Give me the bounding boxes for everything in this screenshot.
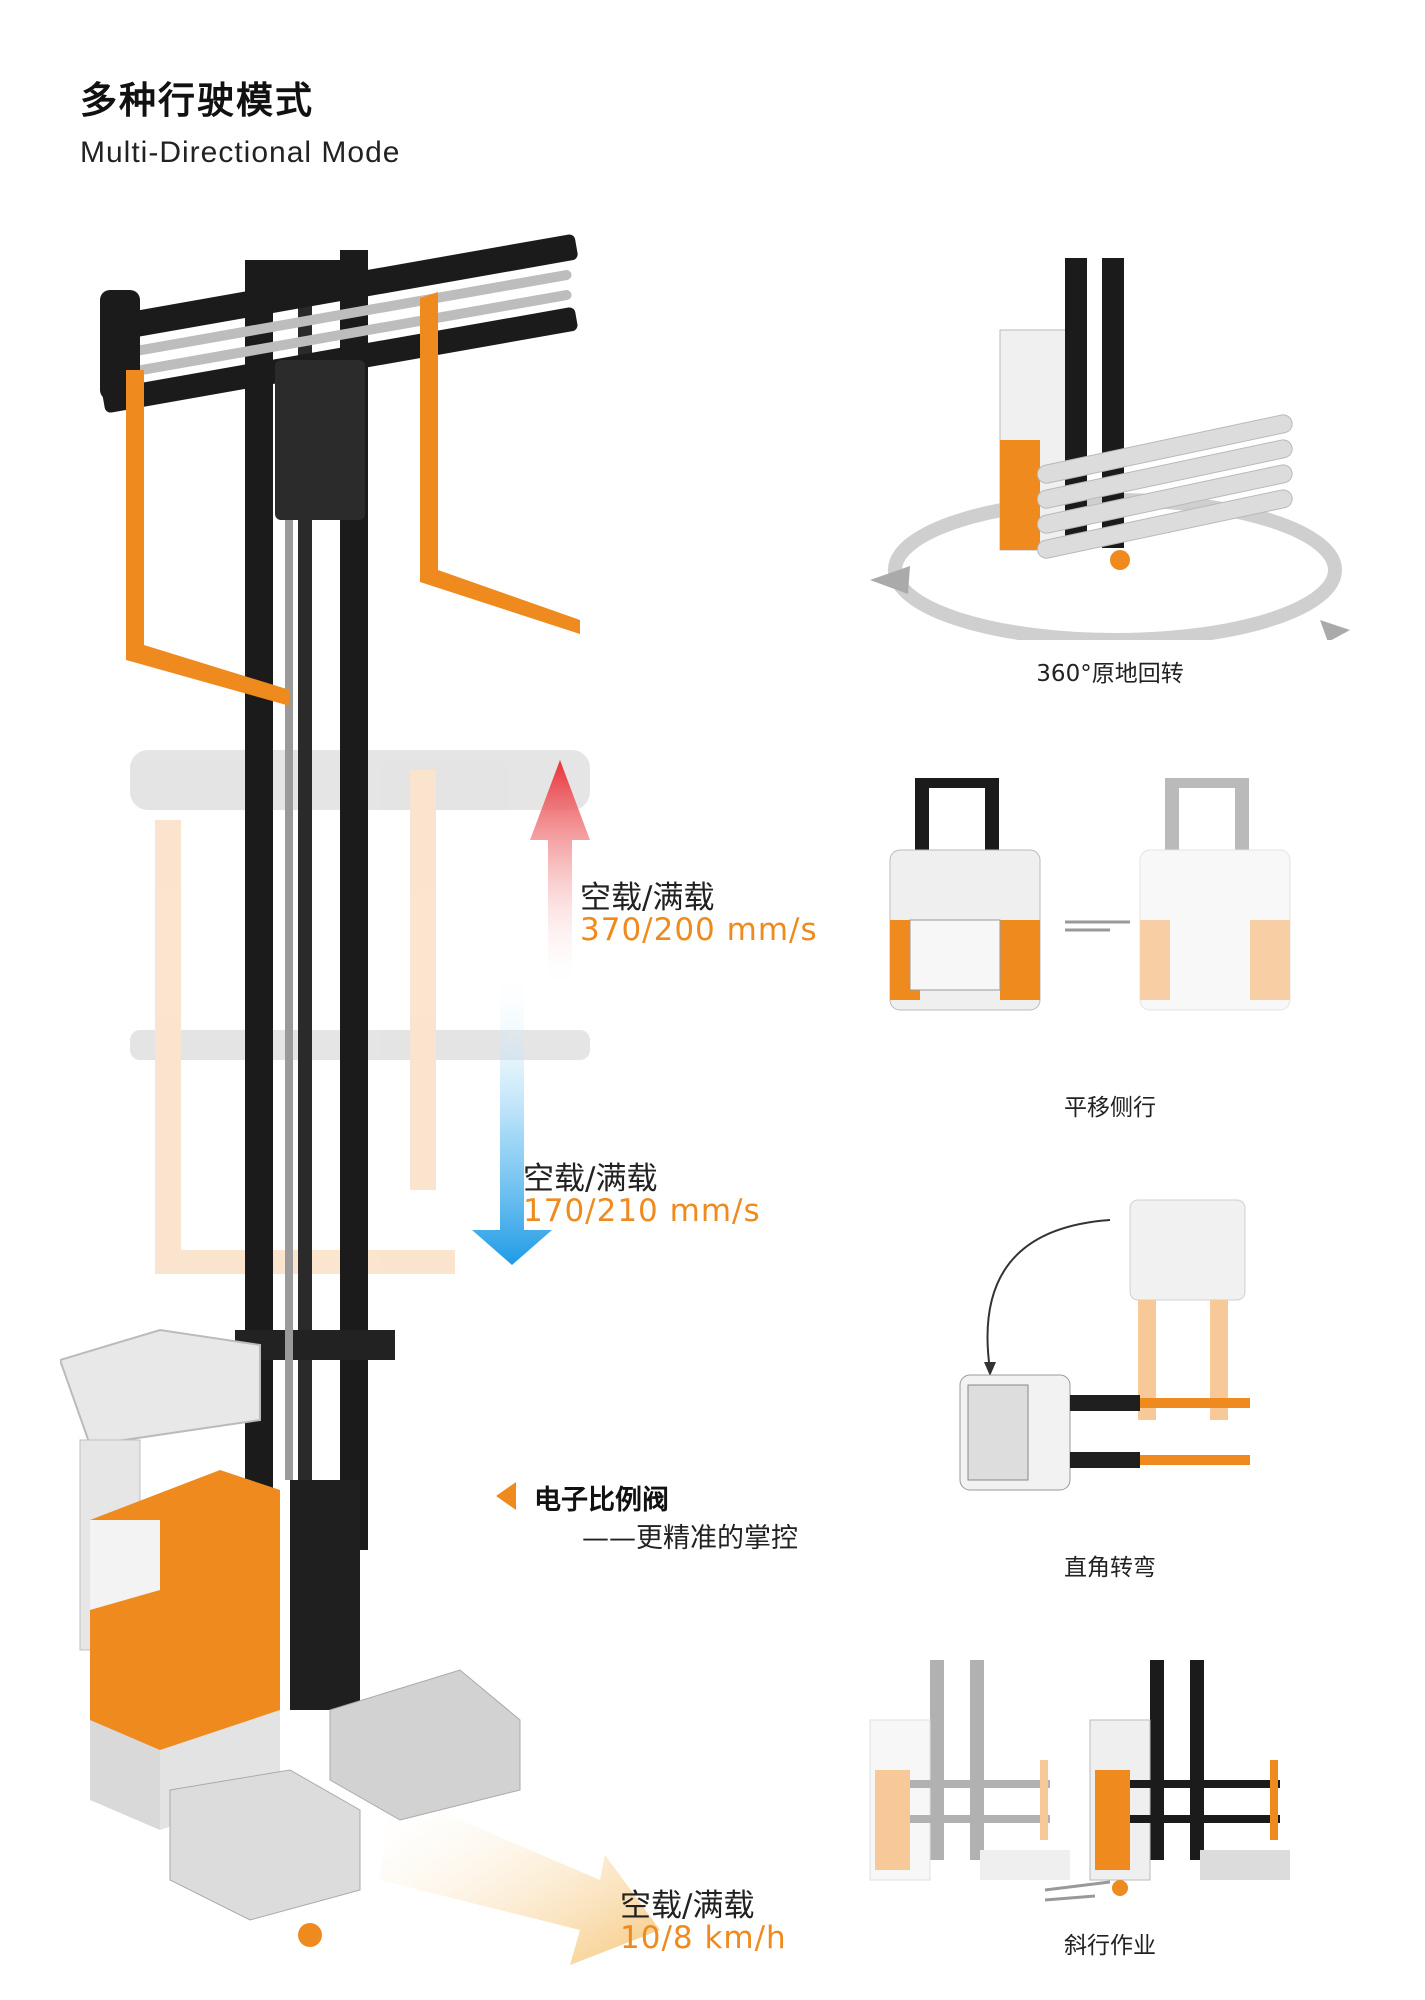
travel-speed-label: 空载/满载 (620, 1888, 755, 1924)
mode-rotate-illustration (870, 258, 1350, 640)
lower-speed-value: 170/210 mm/s (523, 1193, 761, 1229)
lower-arrow (472, 970, 552, 1265)
page-title: 多种行驶模式 (80, 79, 314, 122)
mode-right-angle-illustration (959, 1199, 1250, 1491)
carriage (100, 234, 578, 520)
lift-speed-label: 空载/满载 (580, 880, 715, 916)
mode-diagonal-illustration (869, 1660, 1290, 1902)
mode-caption-diagonal: 斜行作业 (1064, 1933, 1156, 1959)
forks (126, 292, 580, 706)
mode-caption-lateral: 平移侧行 (1064, 1095, 1156, 1121)
lift-speed-value: 370/200 mm/s (580, 912, 818, 948)
truck-body (60, 1328, 360, 1830)
mode-caption-rotate: 360°原地回转 (1036, 661, 1184, 687)
mode-caption-right-angle: 直角转弯 (1064, 1555, 1156, 1581)
valve-title: 电子比例阀 (534, 1485, 669, 1516)
callout-triangle-icon (496, 1482, 516, 1510)
valve-subtitle: ——更精准的掌控 (582, 1523, 798, 1554)
reach-truck-illustration (60, 234, 660, 1965)
travel-arrow (380, 1790, 660, 1965)
page-subtitle: Multi-Directional Mode (80, 136, 401, 169)
truck-solid (889, 778, 1041, 1011)
lift-arrow (530, 760, 590, 990)
outriggers (169, 1669, 521, 1947)
mast (235, 250, 395, 1600)
lower-speed-label: 空载/满载 (523, 1161, 658, 1197)
travel-speed-value: 10/8 km/h (620, 1920, 787, 1956)
mode-lateral-illustration (889, 778, 1291, 1011)
